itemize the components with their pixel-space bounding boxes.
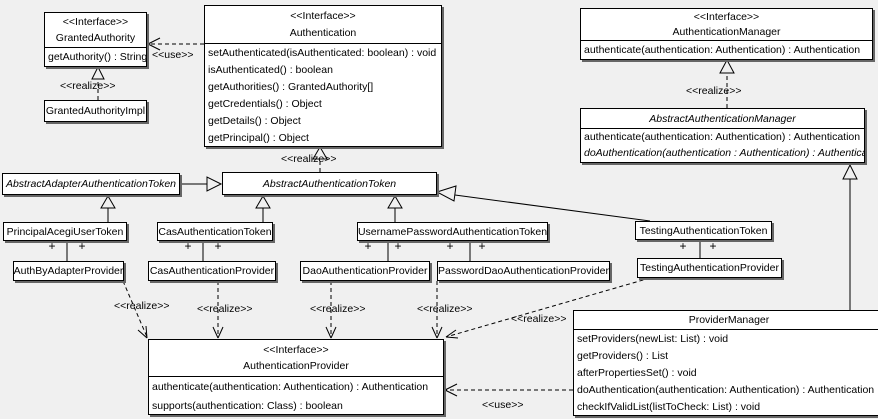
class-authentication: <<Interface>> Authentication setAuthenti… <box>204 5 442 147</box>
method: afterPropertiesSet() : void <box>577 366 697 379</box>
class-password-dao-authentication-provider: PasswordDaoAuthenticationProvider <box>437 261 610 281</box>
class-name: DaoAuthenticationProvider <box>302 265 428 277</box>
association-plus: + <box>364 239 372 253</box>
method: authenticate(authentication: Authenticat… <box>584 44 861 56</box>
class-name: TestingAuthenticationToken <box>639 224 768 237</box>
class-abstract-adapter-authentication-token: AbstractAdapterAuthenticationToken <box>2 173 180 195</box>
class-name: CasAuthenticationProvider <box>149 265 275 277</box>
stereotype-label: <<Interface>> <box>263 344 329 356</box>
class-name: AuthenticationProvider <box>243 360 349 372</box>
association-plus: + <box>214 239 222 253</box>
stereotype-label: <<Interface>> <box>62 16 129 29</box>
realize-label: <<realize>> <box>197 303 253 315</box>
class-testing-authentication-token: TestingAuthenticationToken <box>635 221 772 240</box>
class-granted-authority: <<Interface>> GrantedAuthority getAuthor… <box>44 12 147 67</box>
method: setAuthenticated(isAuthenticated: boolea… <box>208 46 437 59</box>
class-name: PrincipalAcegiUserToken <box>6 225 124 238</box>
class-cas-authentication-token: CasAuthenticationToken <box>157 222 273 241</box>
use-label: <<use>> <box>482 399 524 411</box>
association-plus: + <box>478 239 486 253</box>
class-authentication-manager: <<Interface>> AuthenticationManager auth… <box>580 8 873 60</box>
class-name: UsernamePasswordAuthenticationToken <box>357 225 548 238</box>
class-name: AbstractAuthenticationManager <box>649 112 796 125</box>
class-name: GrantedAuthority <box>55 31 136 44</box>
realize-label: <<realize>> <box>511 313 567 325</box>
method: getAuthorities() : GrantedAuthority[] <box>208 80 374 93</box>
class-name: AbstractAuthenticationToken <box>262 177 397 190</box>
class-testing-authentication-provider: TestingAuthenticationProvider <box>637 258 782 278</box>
method: getCredentials() : Object <box>208 97 322 110</box>
association-lines <box>66 240 701 261</box>
class-name: CasAuthenticationToken <box>158 225 272 238</box>
method: isAuthenticated() : boolean <box>208 63 333 76</box>
class-abstract-authentication-token: AbstractAuthenticationToken <box>222 172 437 195</box>
class-name: Authentication <box>289 26 357 39</box>
association-plus: + <box>48 239 56 253</box>
realize-label: <<realize>> <box>417 303 473 315</box>
realize-label: <<realize>> <box>686 85 742 97</box>
class-name: PasswordDaoAuthenticationProvider <box>438 265 610 277</box>
method: getProviders() : List <box>577 349 669 362</box>
realize-label: <<realize>> <box>60 80 116 92</box>
class-dao-authentication-provider: DaoAuthenticationProvider <box>300 261 430 281</box>
class-auth-by-adapter-provider: AuthByAdapterProvider <box>13 261 124 281</box>
use-label: <<use>> <box>152 49 194 61</box>
association-plus: + <box>394 239 402 253</box>
association-plus: + <box>446 239 454 253</box>
realize-label: <<realize>> <box>310 303 366 315</box>
class-username-password-authentication-token: UsernamePasswordAuthenticationToken <box>357 222 548 241</box>
association-plus: + <box>184 239 192 253</box>
class-name: TestingAuthenticationProvider <box>640 262 779 274</box>
stereotype-label: <<Interface>> <box>693 11 760 24</box>
association-plus: + <box>679 239 687 253</box>
class-name: GrantedAuthorityImpl <box>45 105 146 117</box>
method: getAuthority() : String <box>48 51 146 63</box>
association-plus: + <box>709 239 717 253</box>
method: doAuthentication(authentication : Authen… <box>584 147 864 159</box>
method: getDetails() : Object <box>208 114 301 127</box>
class-abstract-authentication-manager: AbstractAuthenticationManager authentica… <box>580 108 865 163</box>
class-name: AuthenticationManager <box>672 25 781 38</box>
method: setProviders(newList: List) : void <box>577 332 729 345</box>
class-provider-manager: ProviderManager setProviders(newList: Li… <box>573 310 878 416</box>
method: doAuthentication(authentication: Authent… <box>577 383 875 396</box>
association-plus: + <box>78 239 86 253</box>
method: supports(authentication: Class) : boolea… <box>152 399 343 412</box>
class-name: ProviderManager <box>688 314 770 326</box>
class-name: AbstractAdapterAuthenticationToken <box>5 178 177 190</box>
method: checkIfValidList(listToCheck: List) : vo… <box>577 400 761 413</box>
class-cas-authentication-provider: CasAuthenticationProvider <box>148 261 276 281</box>
method: authenticate(authentication: Authenticat… <box>152 380 429 393</box>
method: getPrincipal() : Object <box>208 131 309 144</box>
class-name: AuthByAdapterProvider <box>13 265 124 277</box>
method: authenticate(authentication: Authenticat… <box>584 131 861 143</box>
realize-label: <<realize>> <box>114 300 170 312</box>
class-principal-acegi-user-token: PrincipalAcegiUserToken <box>3 222 127 241</box>
class-authentication-provider: <<Interface>> AuthenticationProvider aut… <box>148 339 444 415</box>
stereotype-label: <<Interface>> <box>290 10 356 23</box>
realize-label: <<realize>> <box>281 153 337 165</box>
class-granted-authority-impl: GrantedAuthorityImpl <box>44 100 147 122</box>
